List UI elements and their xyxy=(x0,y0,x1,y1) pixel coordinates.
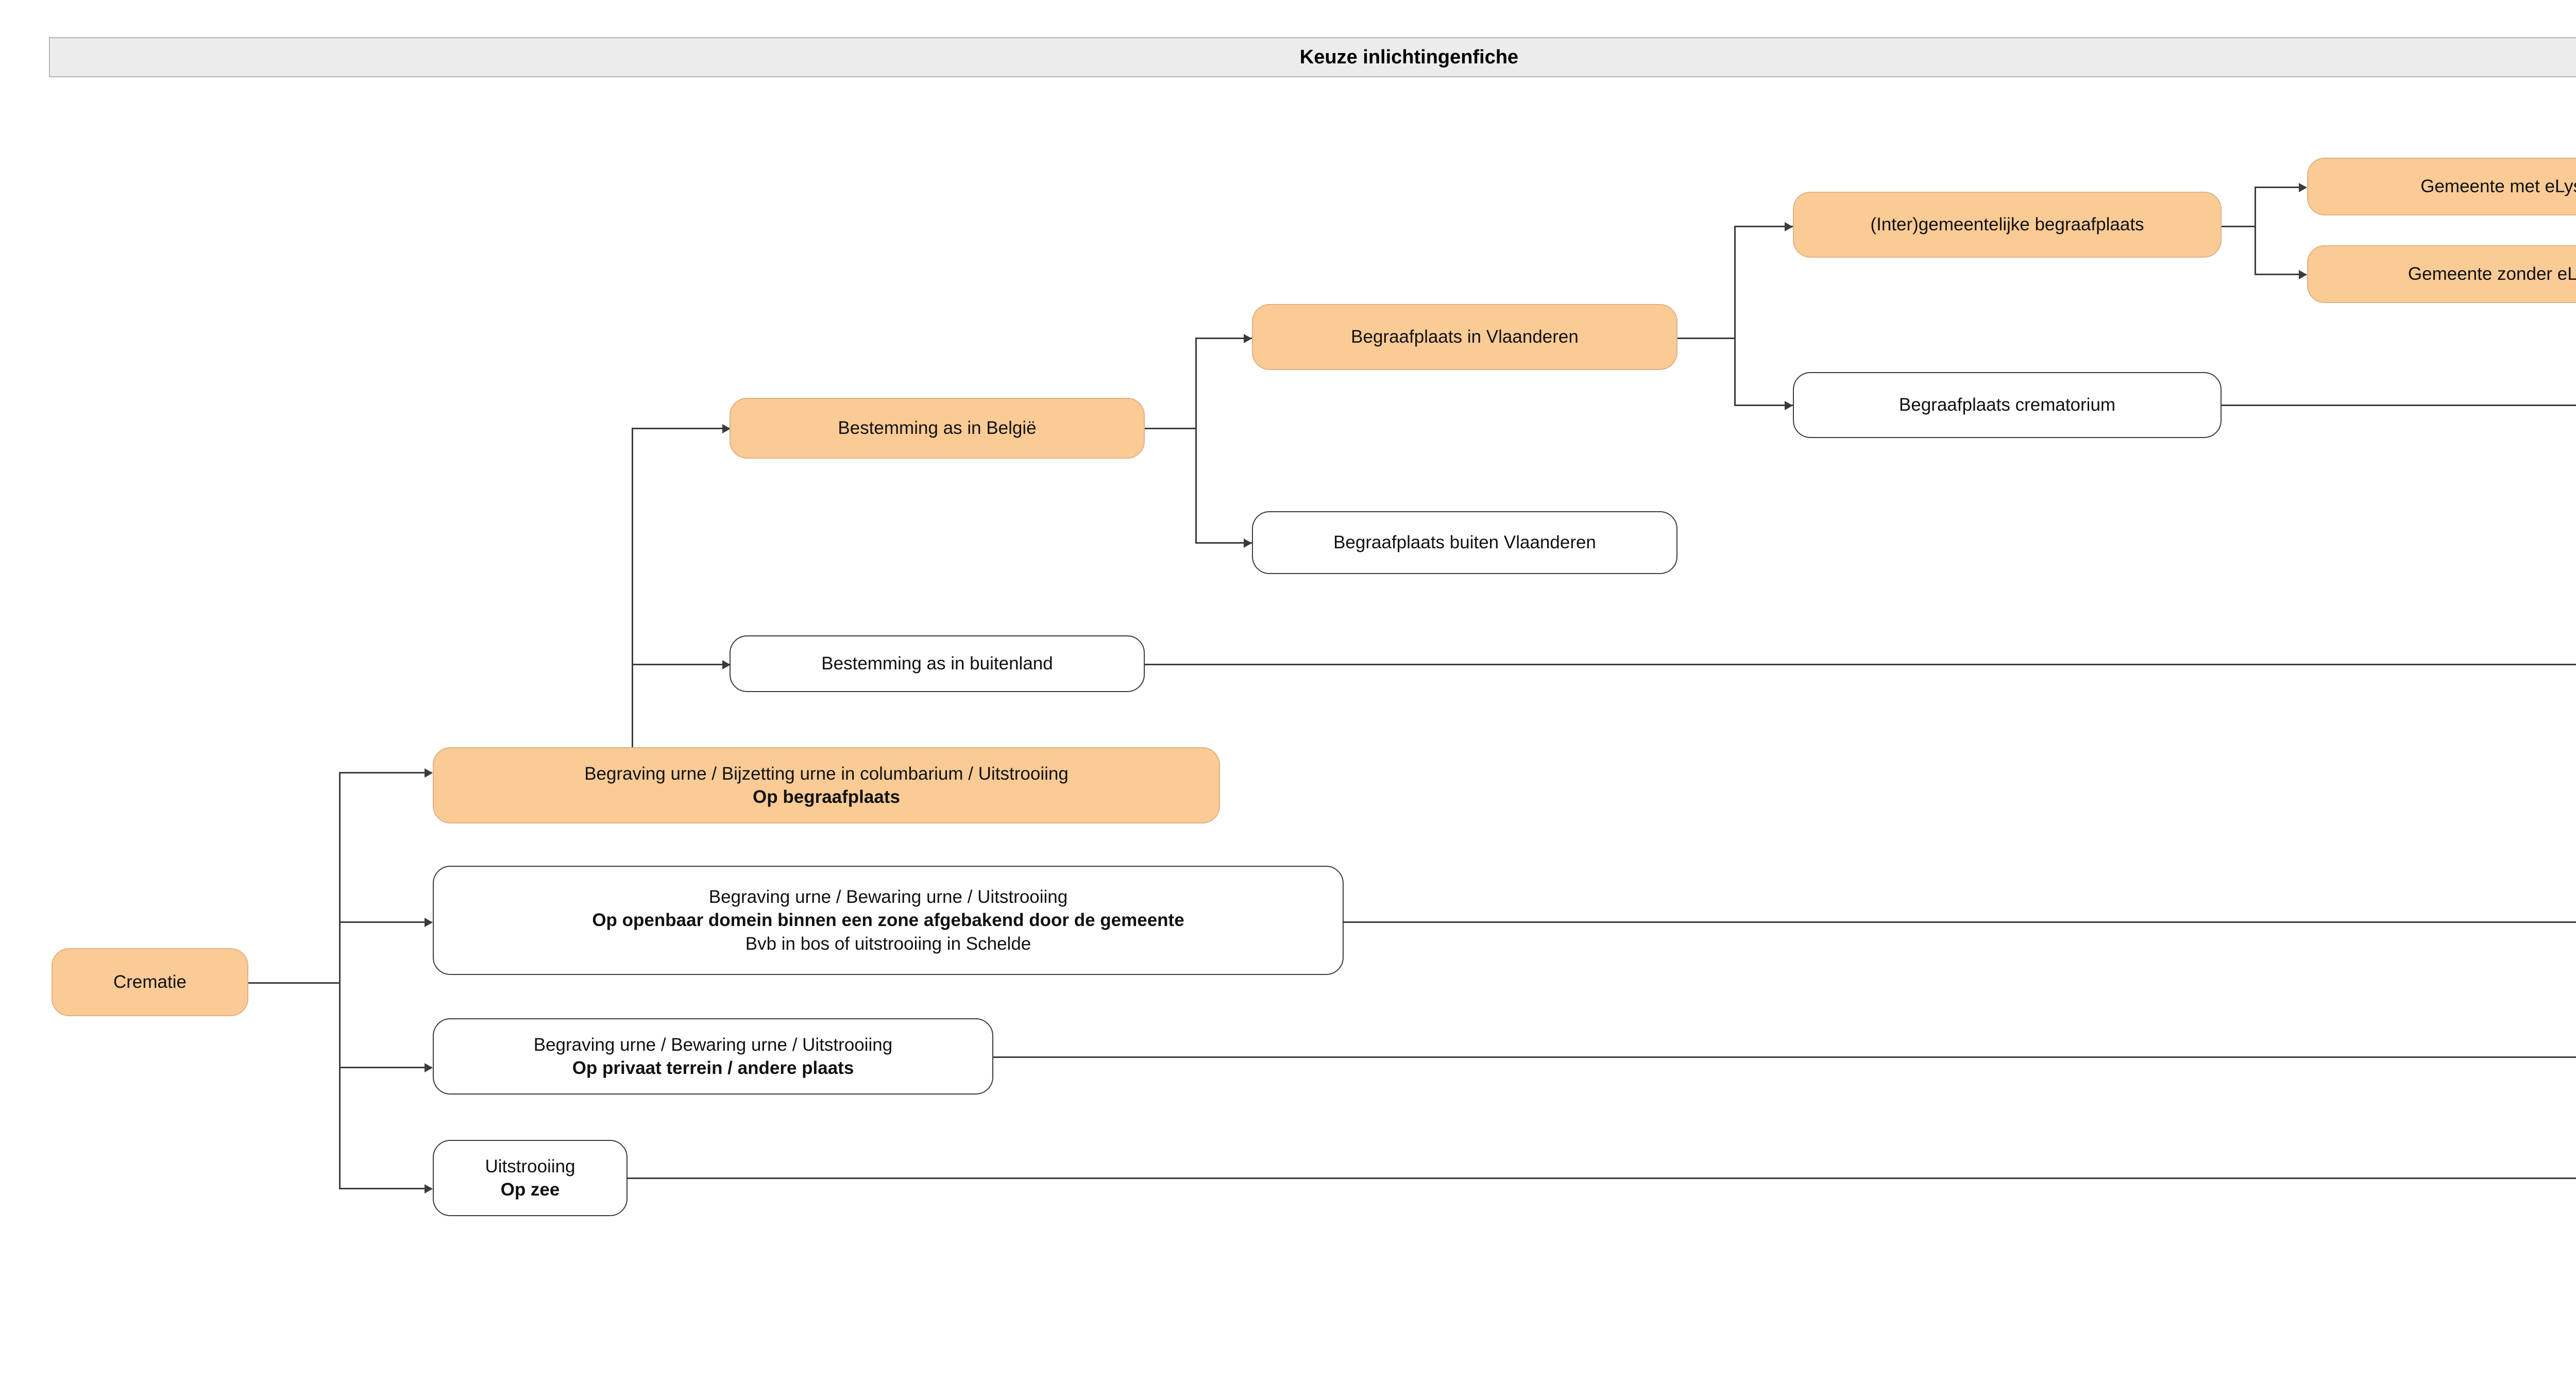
arrow-b1 xyxy=(425,768,433,778)
connector-trunk2-c2 xyxy=(632,664,730,665)
connector-trunk3 xyxy=(1195,338,1197,544)
connector-trunk4-e1 xyxy=(1734,226,1793,227)
header-left-label: Keuze inlichtingenfiche xyxy=(1299,46,1519,68)
node-d1-label: Begraafplaats in Vlaanderen xyxy=(1351,327,1579,347)
node-b4-line1: Uitstrooiing xyxy=(485,1156,575,1176)
node-begraving-op-begraafplaats[interactable]: Begraving urne / Bijzetting urne in colu… xyxy=(433,747,1220,823)
node-crematie-label: Crematie xyxy=(113,972,187,993)
connector-b3-result6 xyxy=(993,1056,2576,1058)
connector-b1-up xyxy=(632,428,633,751)
connector-trunk2-c1 xyxy=(632,428,730,429)
node-gemeente-met-elys-fiche[interactable]: Gemeente met eLys fiche xyxy=(2307,158,2576,215)
node-privaat-terrein[interactable]: Begraving urne / Bewaring urne / Uitstro… xyxy=(433,1018,993,1095)
connector-trunk5 xyxy=(2255,187,2256,275)
node-begraafplaats-buiten-vlaanderen[interactable]: Begraafplaats buiten Vlaanderen xyxy=(1252,511,1677,574)
node-b2-line1: Begraving urne / Bewaring urne / Uitstro… xyxy=(708,886,1068,907)
arrow-d1 xyxy=(1244,334,1252,343)
connector-trunk5-f2 xyxy=(2255,274,2306,275)
node-openbaar-domein[interactable]: Begraving urne / Bewaring urne / Uitstro… xyxy=(433,866,1344,975)
arrow-b3 xyxy=(425,1063,433,1072)
arrow-f2 xyxy=(2299,270,2307,279)
node-b3-line2: Op privaat terrein / andere plaats xyxy=(572,1058,854,1078)
node-uitstrooiing-op-zee[interactable]: Uitstrooiing Op zee xyxy=(433,1140,628,1216)
connector-trunk-b3 xyxy=(339,1067,432,1068)
node-begraafplaats-crematorium[interactable]: Begraafplaats crematorium xyxy=(1793,372,2222,438)
node-bestemming-as-in-buitenland[interactable]: Bestemming as in buitenland xyxy=(730,635,1145,692)
node-d2-label: Begraafplaats buiten Vlaanderen xyxy=(1333,532,1596,553)
node-b4-line2: Op zee xyxy=(500,1180,560,1200)
connector-c2-result4 xyxy=(1145,664,2576,665)
node-b1-line2: Op begraafplaats xyxy=(753,787,900,807)
node-intergemeentelijke-begraafplaats[interactable]: (Inter)gemeentelijke begraafplaats xyxy=(1793,192,2222,258)
connector-e2-result3 xyxy=(2222,405,2576,406)
node-b1-line1: Begraving urne / Bijzetting urne in colu… xyxy=(584,763,1069,784)
arrow-e2 xyxy=(1785,401,1793,410)
node-b2-line3: Bvb in bos of uitstrooiing in Schelde xyxy=(745,933,1031,954)
node-gemeente-zonder-elys-fiche[interactable]: Gemeente zonder eLys fiche xyxy=(2307,245,2576,303)
connector-e1-out xyxy=(2199,226,2256,227)
connector-trunk4 xyxy=(1734,226,1736,406)
node-e1-label: (Inter)gemeentelijke begraafplaats xyxy=(1870,214,2144,235)
node-e2-label: Begraafplaats crematorium xyxy=(1899,395,2116,415)
node-b2-line2: Op openbaar domein binnen een zone afgeb… xyxy=(592,910,1184,931)
node-f2-label: Gemeente zonder eLys fiche xyxy=(2408,264,2576,284)
connector-trunk-b2 xyxy=(339,921,432,923)
connector-trunk5-f1 xyxy=(2255,187,2306,188)
node-c2-label: Bestemming as in buitenland xyxy=(821,653,1053,674)
connector-b2-result5 xyxy=(1344,921,2576,923)
connector-trunk4-e2 xyxy=(1734,405,1793,406)
connector-b4-result7 xyxy=(628,1178,2576,1179)
connector-trunk-b4 xyxy=(339,1188,432,1189)
node-begraafplaats-in-vlaanderen[interactable]: Begraafplaats in Vlaanderen xyxy=(1252,304,1677,370)
arrow-d2 xyxy=(1244,539,1252,548)
arrow-f1 xyxy=(2299,183,2307,192)
arrow-c1 xyxy=(722,424,731,433)
node-c1-label: Bestemming as in België xyxy=(838,418,1037,439)
node-crematie[interactable]: Crematie xyxy=(52,948,248,1016)
connector-trunk-b1 xyxy=(339,772,432,773)
header-keuze-inlichtingenfiche: Keuze inlichtingenfiche xyxy=(49,37,2576,77)
arrow-b2 xyxy=(425,918,433,927)
arrow-b4 xyxy=(425,1184,433,1193)
node-f1-label: Gemeente met eLys fiche xyxy=(2420,176,2576,197)
node-bestemming-as-in-belgie[interactable]: Bestemming as in België xyxy=(730,398,1145,459)
node-b3-line1: Begraving urne / Bewaring urne / Uitstro… xyxy=(533,1034,893,1055)
arrow-c2 xyxy=(722,660,731,669)
connector-root-trunk xyxy=(339,772,341,1189)
connector-d1-out xyxy=(1677,338,1735,339)
connector-c1-out xyxy=(1145,428,1196,429)
connector-trunk3-d2 xyxy=(1195,542,1252,544)
arrow-e1 xyxy=(1785,222,1793,231)
connector-root-out xyxy=(247,982,340,984)
connector-trunk3-d1 xyxy=(1195,338,1252,339)
